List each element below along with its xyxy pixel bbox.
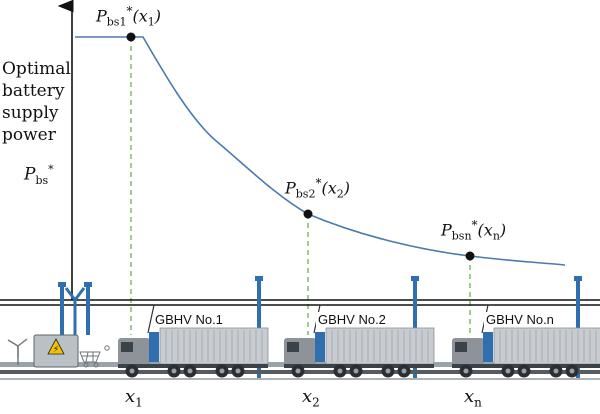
vehicle-label-n: GBHV No.n: [484, 312, 556, 327]
y-title-line-4: power: [2, 125, 56, 145]
dashed-guides: [130, 37, 471, 335]
catenary-lines: [0, 299, 600, 306]
y-title-line-2: battery: [2, 81, 65, 101]
trucks: [118, 304, 600, 378]
vehicle-label-2: GBHV No.2: [316, 312, 388, 327]
point-p2: [303, 209, 313, 219]
y-title-line-1: Optimal: [2, 59, 71, 79]
truck: [452, 304, 600, 378]
y-axis-title: Optimal battery supply power: [2, 58, 71, 146]
point-p1: [126, 32, 136, 42]
truck: [118, 304, 269, 378]
y-title-line-3: supply: [2, 103, 59, 123]
vehicle-label-1: GBHV No.1: [153, 312, 225, 327]
truck: [284, 304, 435, 378]
point-label-p2: Pbs2*(x2): [285, 176, 350, 201]
origin-pole: [64, 287, 86, 335]
catenary-pole: [84, 282, 92, 335]
solar-cart-icon: [79, 345, 110, 368]
x-label-n: xn: [464, 386, 482, 410]
point-label-p1: Pbs1*(x1): [96, 4, 161, 29]
x-label-2: x2: [302, 386, 320, 410]
point-label-pn: Pbsn*(xn): [441, 218, 507, 243]
power-station: ⚡: [7, 334, 110, 368]
svg-text:⚡: ⚡: [53, 345, 59, 355]
y-axis-symbol: Pbs*: [24, 163, 54, 188]
warning-sign-icon: [47, 338, 65, 355]
wind-turbine-icon: [7, 338, 28, 365]
x-label-1: x1: [125, 386, 143, 410]
point-pn: [465, 251, 475, 261]
catenary-pole: [58, 282, 66, 335]
